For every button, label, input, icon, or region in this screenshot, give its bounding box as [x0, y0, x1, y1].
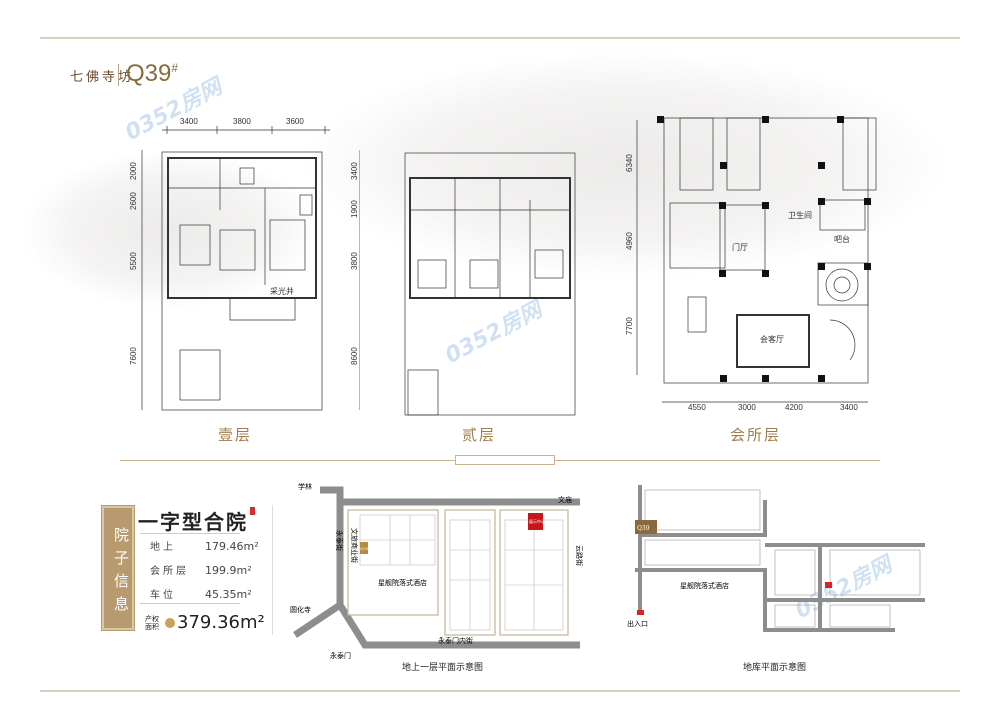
svg-text:卫生间: 卫生间 [788, 210, 812, 220]
svg-text:出入口: 出入口 [627, 619, 648, 628]
svg-text:云路街: 云路街 [575, 545, 584, 566]
svg-text:7600: 7600 [129, 347, 138, 365]
info-divider [140, 533, 240, 534]
svg-text:星舰院落式酒店: 星舰院落式酒店 [378, 578, 427, 587]
svg-text:7700: 7700 [625, 317, 634, 335]
top-border [40, 37, 960, 39]
svg-text:3400: 3400 [350, 162, 359, 180]
project-name: 七佛寺坊 [70, 70, 135, 85]
type-title: 一字型合院 [138, 510, 248, 534]
svg-text:文旅商业街: 文旅商业街 [350, 528, 359, 563]
svg-text:2600: 2600 [129, 192, 138, 210]
svg-text:永泰街: 永泰街 [335, 530, 344, 551]
garage-map: Q39 星舰院落式酒店 出入口 [627, 485, 925, 632]
unit-code: Q39# [126, 60, 179, 87]
svg-text:会客厅: 会客厅 [760, 334, 784, 344]
floor-label-2: 贰层 [462, 426, 497, 444]
svg-text:5500: 5500 [129, 252, 138, 270]
svg-text:2000: 2000 [129, 162, 138, 180]
svg-text:6340: 6340 [625, 154, 634, 172]
panel-divider [272, 505, 273, 635]
floor-label-1: 壹层 [218, 426, 253, 444]
svg-text:4960: 4960 [625, 232, 634, 250]
floor-label-clubhouse: 会所层 [730, 426, 782, 444]
mountain-bg [300, 50, 950, 280]
info-divider [140, 603, 240, 604]
svg-text:圆化寺: 圆化寺 [290, 605, 311, 614]
separator [118, 64, 119, 86]
svg-text:3400: 3400 [180, 117, 198, 126]
bottom-border [40, 690, 960, 692]
floor-plan-2 [404, 152, 576, 416]
svg-text:吧台: 吧台 [834, 234, 850, 244]
svg-text:4550: 4550 [688, 403, 706, 412]
svg-text:展示中心: 展示中心 [529, 518, 545, 524]
svg-text:3800: 3800 [233, 117, 251, 126]
svg-text:3000: 3000 [738, 403, 756, 412]
svg-text:3600: 3600 [286, 117, 304, 126]
svg-text:星舰院落式酒店: 星舰院落式酒店 [680, 581, 729, 590]
svg-text:学林: 学林 [298, 482, 312, 491]
site-map: 展示中心 Q39 学林 文庙 星舰院落式酒店 永泰门内街 圆化寺 永泰门 永泰街… [290, 482, 584, 660]
floor-plan-clubhouse: 卫生间 门厅 会客厅 吧台 6340 4960 7700 4550 3000 4… [625, 116, 877, 412]
svg-text:采光井: 采光井 [270, 286, 294, 296]
site-map-title: 地上一层平面示意图 [402, 663, 484, 673]
svg-text:Q39: Q39 [360, 546, 369, 551]
svg-text:8600: 8600 [350, 347, 359, 365]
svg-text:永泰门内街: 永泰门内街 [438, 636, 473, 645]
seal-mark [250, 507, 255, 515]
svg-text:门厅: 门厅 [732, 242, 748, 252]
svg-text:文庙: 文庙 [558, 495, 572, 504]
info-tag: 院子信息 [101, 505, 135, 631]
svg-text:永泰门: 永泰门 [330, 651, 351, 660]
garage-map-title: 地库平面示意图 [743, 663, 807, 673]
svg-text:4200: 4200 [785, 403, 803, 412]
svg-text:3800: 3800 [350, 252, 359, 270]
svg-text:Q39: Q39 [637, 525, 650, 532]
floor-plan-1: 3400 3800 3600 2000 2600 5500 7600 3400 … [129, 117, 360, 411]
divider-ornament [455, 455, 555, 465]
svg-text:1900: 1900 [350, 200, 359, 218]
svg-text:3400: 3400 [840, 403, 858, 412]
